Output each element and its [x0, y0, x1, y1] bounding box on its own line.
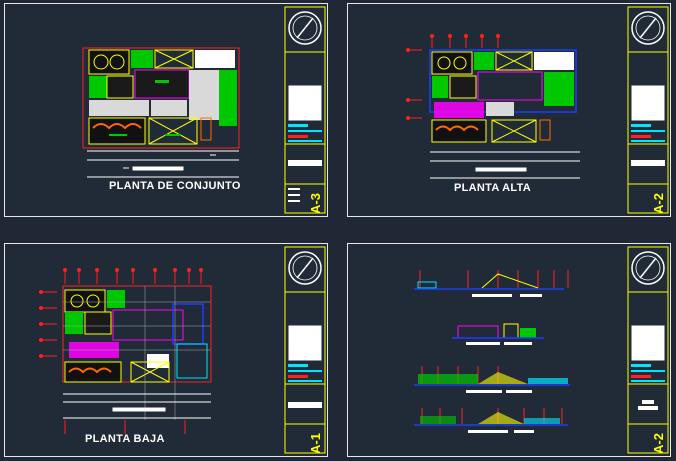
north-arrow-icon	[631, 11, 665, 45]
titleblock-stripes	[631, 364, 665, 410]
title-block	[627, 6, 669, 214]
title-block	[284, 246, 326, 454]
elevation-2	[452, 323, 544, 345]
elevation-1	[414, 270, 569, 297]
title-block	[284, 6, 326, 214]
sheet-number: A-2	[650, 193, 666, 214]
upper-floor-plan	[429, 49, 577, 143]
street	[87, 150, 239, 178]
north-arrow-icon	[631, 251, 665, 285]
sheet-number: A-2	[650, 433, 666, 454]
elevation-4	[414, 408, 568, 433]
street	[430, 151, 580, 179]
title-block	[627, 246, 669, 454]
drawing-canvas-baja	[39, 246, 326, 454]
sheet-title: PLANTA ALTA	[454, 182, 532, 194]
titleblock-stripes	[288, 124, 322, 202]
titleblock-stripes	[288, 364, 322, 408]
sheet-title: PLANTA BAJA	[85, 433, 165, 445]
drawing-canvas-alta	[406, 6, 669, 214]
ground-floor-plan	[62, 285, 212, 420]
sheet-number: A-1	[307, 433, 323, 454]
sheet-planta-alta[interactable]: PLANTA ALTA A-2	[347, 3, 671, 217]
north-arrow-icon	[288, 11, 322, 45]
sheet-title: PLANTA DE CONJUNTO	[109, 180, 241, 192]
sheet-planta-conjunto[interactable]: PLANTA DE CONJUNTO A-3	[4, 3, 328, 217]
sheet-elevations[interactable]: A-2	[347, 243, 671, 457]
site-plan	[82, 47, 240, 149]
drawing-canvas-elevations	[414, 246, 669, 454]
street	[63, 393, 211, 419]
north-arrow-icon	[288, 251, 322, 285]
sheet-planta-baja[interactable]: PLANTA BAJA A-1	[4, 243, 328, 457]
elevation-3	[414, 366, 570, 393]
dimension-markers	[406, 34, 500, 120]
drawing-canvas-conjunto	[82, 6, 326, 214]
sheet-number: A-3	[307, 193, 323, 214]
titleblock-stripes	[631, 124, 665, 166]
dimension-markers	[39, 268, 203, 434]
